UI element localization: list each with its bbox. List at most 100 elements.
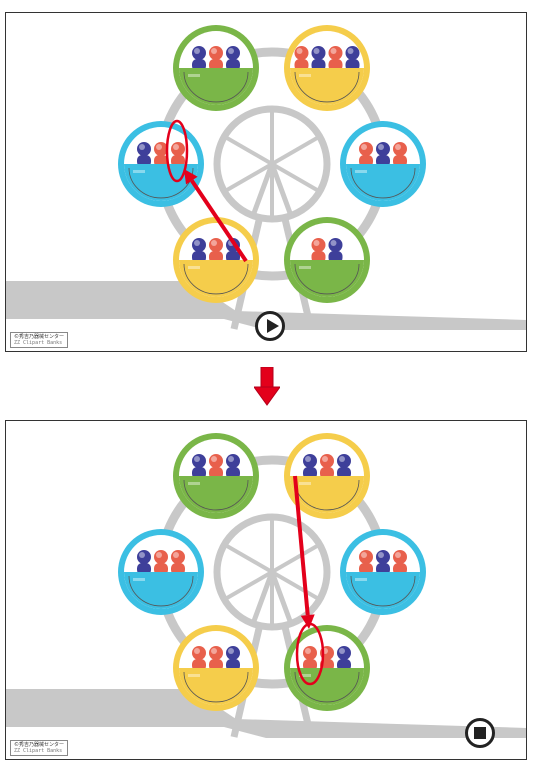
head-highlight: [194, 648, 200, 654]
ground-track: [6, 281, 526, 330]
gondola-yellow: [173, 217, 259, 303]
head-highlight: [305, 648, 311, 654]
wheel-structure: [6, 47, 526, 330]
gondola-basket: [290, 668, 364, 705]
basket-line: [350, 167, 416, 199]
head-highlight: [378, 144, 384, 150]
head-highlight: [330, 48, 337, 54]
gondola-basket: [179, 260, 253, 297]
basket-line: [183, 479, 249, 511]
highlight-ellipse: [165, 119, 189, 183]
basket-line: [294, 263, 360, 295]
gondola-green: [284, 625, 370, 711]
ground-track: [6, 689, 526, 738]
wheel-spoke: [271, 570, 321, 602]
arrow-shaft: [190, 179, 248, 263]
gondola-yellow: [284, 433, 370, 519]
gondola-basket: [346, 572, 420, 609]
head-highlight: [361, 144, 367, 150]
head-highlight: [211, 48, 217, 54]
head-highlight: [228, 48, 234, 54]
gondola-basket: [179, 68, 253, 105]
head-highlight: [339, 456, 345, 462]
gondola-green: [284, 217, 370, 303]
basket-line: [294, 671, 360, 703]
arrow-shaft: [293, 475, 310, 616]
basket-line: [350, 575, 416, 607]
basket-tag: [299, 482, 311, 485]
head-highlight: [211, 456, 217, 462]
move-arrow: [293, 475, 315, 629]
head-highlight: [378, 552, 384, 558]
basket-tag: [133, 170, 145, 173]
ferris-wheel-bottom: [6, 433, 526, 738]
move-arrow: [184, 169, 248, 263]
head-highlight: [173, 552, 179, 558]
play-button[interactable]: [255, 311, 285, 341]
head-highlight: [194, 48, 200, 54]
head-highlight: [173, 144, 179, 150]
basket-line: [183, 71, 249, 103]
head-highlight: [395, 144, 401, 150]
head-highlight: [194, 456, 200, 462]
head-highlight: [305, 456, 311, 462]
wheel-spoke: [223, 542, 274, 574]
basket-tag: [188, 74, 200, 77]
wheel-spoke: [223, 570, 274, 602]
gondola-green: [173, 25, 259, 111]
credit-label: ©秀吉乃器械センター ZZ Clipart Banks: [10, 332, 69, 348]
stop-button[interactable]: [465, 718, 495, 748]
credit-label: ©秀吉乃器械センター ZZ Clipart Banks: [10, 740, 69, 756]
person-figure: [337, 454, 351, 479]
gondola-basket: [179, 668, 253, 705]
wheel-spoke: [271, 134, 321, 166]
gondola-cyan: [340, 529, 426, 615]
gondola-basket: [124, 164, 198, 201]
ferris-wheel-top: [6, 25, 526, 330]
basket-tag: [355, 578, 367, 581]
head-highlight: [322, 456, 328, 462]
basket-tag: [299, 674, 311, 677]
basket-line: [128, 575, 194, 607]
gondola-basket: [290, 68, 364, 105]
gondola-basket: [290, 260, 364, 297]
basket-tag: [355, 170, 367, 173]
hub-frame: [251, 156, 293, 214]
play-icon: [267, 319, 279, 333]
head-highlight: [339, 648, 345, 654]
wheel-spoke: [271, 542, 321, 574]
gondola-green: [173, 433, 259, 519]
top-panel: ©秀吉乃器械センター ZZ Clipart Banks: [5, 12, 527, 352]
head-highlight: [139, 552, 145, 558]
wheel-spoke: [271, 162, 321, 194]
gondola-yellow: [173, 625, 259, 711]
head-highlight: [313, 48, 320, 54]
person-figure: [328, 46, 343, 71]
arrow-head: [300, 614, 315, 629]
basket-tag: [188, 482, 200, 485]
head-highlight: [395, 552, 401, 558]
head-highlight: [194, 240, 200, 246]
basket-tag: [133, 578, 145, 581]
gondola-basket: [290, 476, 364, 513]
bottom-panel: ©秀吉乃器械センター ZZ Clipart Banks: [5, 420, 527, 760]
head-highlight: [330, 240, 337, 246]
basket-line: [183, 671, 249, 703]
gondola-basket: [124, 572, 198, 609]
gondola-cyan: [118, 121, 204, 207]
head-highlight: [347, 48, 354, 54]
head-highlight: [211, 648, 217, 654]
wheel-spoke: [223, 162, 274, 194]
gondola-cyan: [340, 121, 426, 207]
down-arrow-icon: [254, 367, 280, 406]
gondola-basket: [179, 476, 253, 513]
head-highlight: [228, 648, 234, 654]
stop-icon: [474, 727, 486, 739]
wheel-spoke: [223, 134, 274, 166]
head-highlight: [156, 552, 162, 558]
gondola-cyan: [118, 529, 204, 615]
head-highlight: [313, 240, 320, 246]
basket-line: [183, 263, 249, 295]
basket-tag: [299, 266, 311, 269]
wheel-structure: [6, 455, 526, 738]
